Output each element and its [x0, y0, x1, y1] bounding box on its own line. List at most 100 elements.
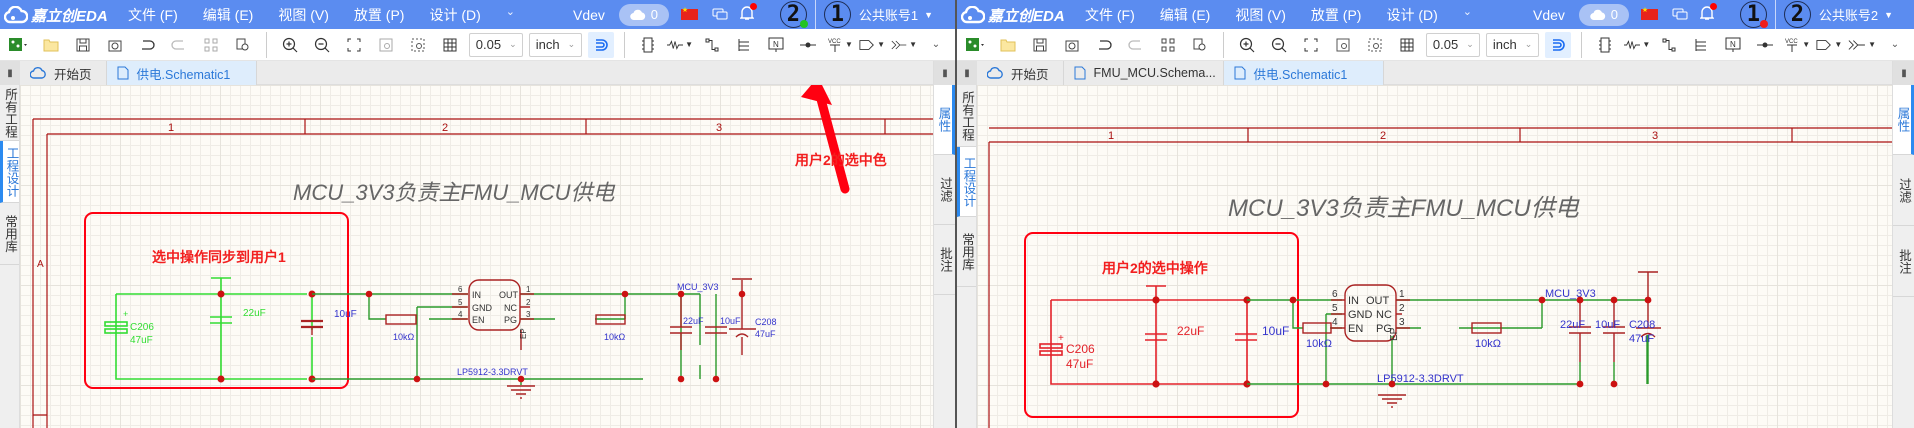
- chat-icon[interactable]: [712, 8, 728, 22]
- pin-left-panel-icon[interactable]: ▮: [957, 61, 977, 85]
- dock-all-projects[interactable]: 所有工程: [0, 85, 19, 141]
- snapshot-button[interactable]: [102, 32, 128, 58]
- place-bus-button[interactable]: [1688, 32, 1714, 58]
- place-passive-button[interactable]: ▼: [667, 32, 693, 58]
- find-button[interactable]: [1187, 32, 1213, 58]
- toolbar-more-button[interactable]: ⌄: [1882, 32, 1908, 58]
- new-project-button[interactable]: [963, 32, 989, 58]
- peer-user-avatar[interactable]: 2: [779, 1, 808, 28]
- place-junction-button[interactable]: [1752, 32, 1778, 58]
- fit-view-button[interactable]: [1298, 32, 1324, 58]
- pin-left-panel-icon[interactable]: ▮: [0, 61, 20, 85]
- self-user-avatar[interactable]: 1: [823, 1, 851, 28]
- place-noconnect-button[interactable]: ▼: [1848, 32, 1876, 58]
- schematic-canvas[interactable]: 1 2 3 A MCU_3V3负责主FMU_MCU供电 + C206 47uF …: [20, 85, 933, 428]
- place-component-button[interactable]: [1592, 32, 1618, 58]
- place-power-button[interactable]: VCC▼: [827, 32, 853, 58]
- redo-button[interactable]: [1123, 32, 1149, 58]
- place-wire-button[interactable]: [1656, 32, 1682, 58]
- account-name[interactable]: 公共账号1: [858, 8, 919, 23]
- place-power-button[interactable]: VCC▼: [1784, 32, 1810, 58]
- cloud-sync-button[interactable]: 0: [618, 3, 669, 26]
- menu-place[interactable]: 放置 (P): [353, 7, 405, 23]
- language-flag-icon[interactable]: [680, 6, 698, 20]
- zoom-out-button[interactable]: [309, 32, 335, 58]
- menu-more-chevron-icon[interactable]: ⌄: [505, 6, 515, 18]
- dock-common-library[interactable]: 常用库: [957, 217, 976, 287]
- tab-power-schematic[interactable]: 供电.Schematic1: [1223, 61, 1384, 85]
- redo-button[interactable]: [166, 32, 192, 58]
- schematic-canvas[interactable]: 1 2 3 MCU_3V3负责主FMU_MCU供电 + C206 47uF 22…: [977, 85, 1892, 428]
- dock-annotation[interactable]: 批注: [934, 225, 955, 295]
- new-project-button[interactable]: [6, 32, 32, 58]
- save-button[interactable]: [1027, 32, 1053, 58]
- dock-properties[interactable]: 属性: [1893, 85, 1914, 155]
- snapshot-button[interactable]: [1059, 32, 1085, 58]
- menu-place[interactable]: 放置 (P): [1310, 7, 1362, 23]
- menu-view[interactable]: 视图 (V): [1235, 7, 1286, 23]
- zoom-area-button[interactable]: [1362, 32, 1388, 58]
- place-port-button[interactable]: ▼: [859, 32, 885, 58]
- dock-annotation[interactable]: 批注: [1893, 226, 1914, 297]
- menu-edit[interactable]: 编辑 (E): [1159, 7, 1211, 23]
- find-button[interactable]: [230, 32, 256, 58]
- tab-start-page[interactable]: 开始页: [20, 61, 107, 85]
- cloud-sync-button[interactable]: 0: [1578, 3, 1629, 26]
- snap-toggle-button[interactable]: [1545, 31, 1572, 58]
- account-dropdown-caret-icon[interactable]: ▼: [1884, 9, 1894, 20]
- language-flag-icon[interactable]: [1640, 6, 1658, 20]
- place-port-button[interactable]: ▼: [1816, 32, 1842, 58]
- undo-button[interactable]: [134, 32, 160, 58]
- zoom-in-button[interactable]: [277, 32, 303, 58]
- place-passive-button[interactable]: ▼: [1624, 32, 1650, 58]
- dock-common-library[interactable]: 常用库: [0, 203, 19, 265]
- place-netlabel-button[interactable]: N: [1720, 32, 1746, 58]
- zoom-in-button[interactable]: [1234, 32, 1260, 58]
- dock-project-design[interactable]: 工程设计: [957, 147, 976, 217]
- zoom-selection-button[interactable]: [1330, 32, 1356, 58]
- menu-more-chevron-icon[interactable]: ⌄: [1462, 6, 1472, 18]
- grid-size-select[interactable]: 0.05⌄: [1425, 32, 1480, 57]
- grid-toggle-button[interactable]: [437, 32, 463, 58]
- place-junction-button[interactable]: [795, 32, 821, 58]
- save-button[interactable]: [70, 32, 96, 58]
- pin-right-panel-icon[interactable]: ▮: [934, 61, 955, 85]
- menu-edit[interactable]: 编辑 (E): [202, 7, 254, 23]
- arrange-button[interactable]: [198, 32, 224, 58]
- open-folder-button[interactable]: [995, 32, 1021, 58]
- menu-design[interactable]: 设计 (D): [1386, 7, 1438, 23]
- arrange-button[interactable]: [1155, 32, 1181, 58]
- open-folder-button[interactable]: [38, 32, 64, 58]
- peer-user-avatar[interactable]: 1: [1739, 1, 1768, 28]
- dock-properties[interactable]: 属性: [934, 85, 955, 155]
- toolbar-more-button[interactable]: ⌄: [923, 32, 949, 58]
- place-wire-button[interactable]: [699, 32, 725, 58]
- dock-filter[interactable]: 过滤: [1893, 155, 1914, 226]
- dock-filter[interactable]: 过滤: [934, 155, 955, 225]
- unit-select[interactable]: inch⌄: [1485, 32, 1540, 57]
- dock-project-design[interactable]: 工程设计: [0, 141, 19, 203]
- pin-right-panel-icon[interactable]: ▮: [1893, 61, 1914, 85]
- account-dropdown-caret-icon[interactable]: ▼: [924, 9, 934, 20]
- fit-view-button[interactable]: [341, 32, 367, 58]
- place-netlabel-button[interactable]: N: [763, 32, 789, 58]
- zoom-selection-button[interactable]: [373, 32, 399, 58]
- tab-start-page[interactable]: 开始页: [977, 61, 1064, 85]
- undo-button[interactable]: [1091, 32, 1117, 58]
- grid-size-select[interactable]: 0.05⌄: [468, 32, 523, 57]
- snap-toggle-button[interactable]: [588, 31, 615, 58]
- place-component-button[interactable]: [635, 32, 661, 58]
- chat-icon[interactable]: [1672, 8, 1688, 22]
- account-name[interactable]: 公共账号2: [1818, 8, 1879, 23]
- dock-all-projects[interactable]: 所有工程: [957, 85, 976, 147]
- place-bus-button[interactable]: [731, 32, 757, 58]
- menu-file[interactable]: 文件 (F): [1085, 7, 1135, 23]
- menu-view[interactable]: 视图 (V): [278, 7, 329, 23]
- place-noconnect-button[interactable]: ▼: [891, 32, 917, 58]
- unit-select[interactable]: inch⌄: [528, 32, 583, 57]
- self-user-avatar[interactable]: 2: [1783, 1, 1811, 28]
- zoom-area-button[interactable]: [405, 32, 431, 58]
- tab-fmu-mcu-schematic[interactable]: FMU_MCU.Schema...: [1063, 61, 1224, 85]
- tab-power-schematic[interactable]: 供电.Schematic1: [106, 61, 257, 85]
- notification-bell-icon[interactable]: [739, 3, 757, 24]
